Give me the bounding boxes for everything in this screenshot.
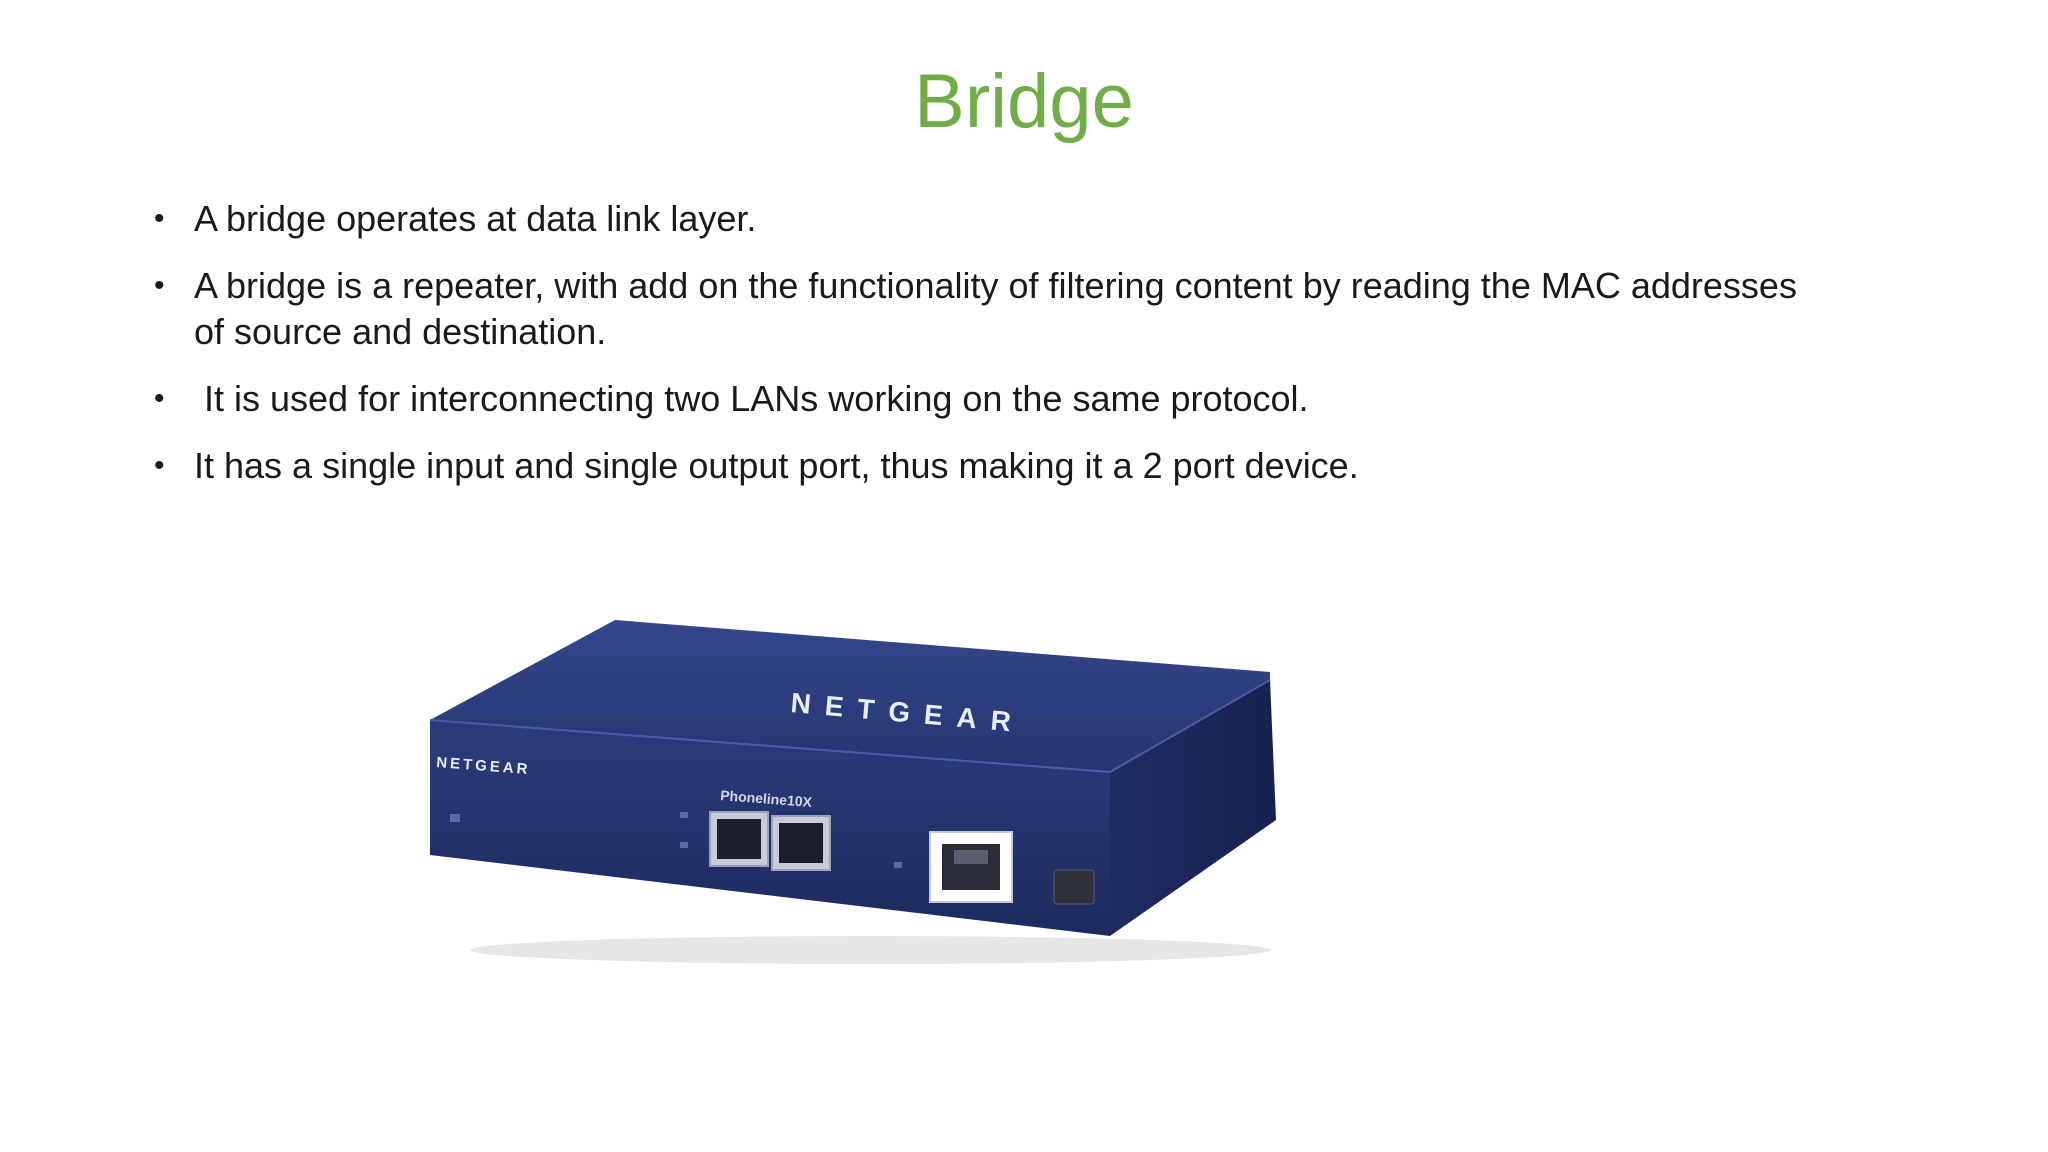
device-shadow [470,936,1270,964]
indicator-led [680,842,688,848]
bullet-text: It has a single input and single output … [194,445,1359,486]
ethernet-port [929,831,1013,903]
bullet-text: It is used for interconnecting two LANs … [194,378,1309,419]
bullet-symbol: • [154,269,165,302]
slide-title: Bridge [914,59,1134,144]
bullet-symbol: • [154,449,165,482]
bullet-item: • It is used for interconnecting two LAN… [152,376,1832,422]
bridge-device-image: NETGEAR NETGEAR Phoneline10X [410,600,1290,980]
mode-switch [1053,869,1095,905]
bullet-item: • A bridge is a repeater, with add on th… [152,263,1832,355]
bullet-item: • It has a single input and single outpu… [152,443,1832,489]
bullet-item: • A bridge operates at data link layer. [152,196,1832,242]
bullet-symbol: • [154,382,165,415]
netgear-bridge-illustration: NETGEAR NETGEAR Phoneline10X [429,620,1276,964]
phone-port-right [771,815,831,871]
bullet-text: A bridge operates at data link layer. [194,198,757,239]
bullet-text: A bridge is a repeater, with add on the … [194,265,1797,352]
bullet-symbol: • [154,202,165,235]
power-led [450,814,460,822]
device-side-face [1110,680,1276,936]
indicator-led [894,862,902,868]
phone-port-left [709,811,769,867]
device-edge [429,679,1271,774]
bullet-list: • A bridge operates at data link layer. … [152,196,1832,510]
product-label-text: Phoneline10X [720,787,813,810]
indicator-led [680,812,688,818]
